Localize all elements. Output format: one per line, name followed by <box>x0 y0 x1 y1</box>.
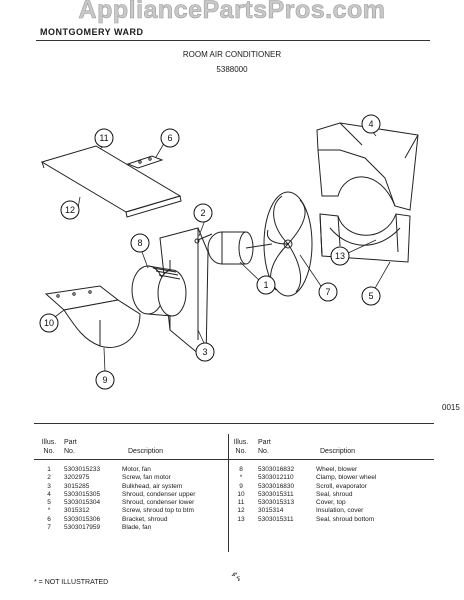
model-number: 5388000 <box>216 65 248 74</box>
header-illus: Illus. No. <box>41 439 57 455</box>
callout-9-label: 9 <box>102 375 107 385</box>
diagram-title: ROOM AIR CONDITIONER <box>182 50 282 59</box>
watermark: AppliancePartsPros.com <box>78 0 386 24</box>
callout-13-label: 13 <box>335 251 345 261</box>
callout-6: 6 <box>160 128 180 148</box>
callout-7-label: 7 <box>325 287 330 297</box>
callout-13: 13 <box>330 246 350 266</box>
header-part-right: Part No. <box>258 439 271 455</box>
footnote: * = NOT ILLUSTRATED <box>34 579 109 586</box>
header-description: Description <box>128 448 164 455</box>
callout-7: 7 <box>318 282 338 302</box>
callout-10: 10 <box>39 313 59 333</box>
callout-9: 9 <box>95 370 115 390</box>
callout-8-label: 8 <box>137 238 142 248</box>
callout-6-label: 6 <box>167 133 172 143</box>
header-rule-table <box>34 459 434 460</box>
callout-10-label: 10 <box>44 318 54 328</box>
part-condenser-upper-shroud <box>316 122 419 211</box>
callout-5-label: 5 <box>368 291 373 301</box>
callout-1: 1 <box>256 275 276 295</box>
callout-5: 5 <box>361 286 381 306</box>
part-shroud-bracket <box>126 155 164 169</box>
part-fan-motor <box>207 231 273 265</box>
callout-11: 11 <box>94 128 114 148</box>
parts-table: Illus. No. Part No. Description Illus. N… <box>34 423 434 574</box>
part-top-cover-insulation <box>40 145 182 218</box>
callout-1-label: 1 <box>263 280 268 290</box>
header-rule <box>36 40 430 41</box>
callout-3-label: 3 <box>202 347 207 357</box>
callout-2-label: 2 <box>200 208 205 218</box>
header-illus-right: Illus. No. <box>233 439 249 455</box>
part-evaporator-scroll <box>63 299 141 348</box>
callout-4: 4 <box>361 114 381 134</box>
callout-12-label: 12 <box>65 205 75 215</box>
figure-number: 0015 <box>442 403 460 412</box>
brand-label: MONTGOMERY WARD <box>40 27 144 37</box>
table-divider <box>228 434 229 552</box>
callout-11-label: 11 <box>99 133 108 143</box>
exploded-parts-diagram: 11 6 4 12 2 8 13 1 7 5 10 3 9 <box>39 114 419 390</box>
callout-4-label: 4 <box>368 119 373 129</box>
callout-8: 8 <box>130 233 150 253</box>
header-part: Part No. <box>64 439 77 455</box>
bottom-mark: ิ๊ร <box>236 574 241 583</box>
callout-12: 12 <box>60 200 80 220</box>
header-description-right: Description <box>320 448 356 455</box>
callout-2: 2 <box>193 203 213 223</box>
callout-3: 3 <box>195 342 215 362</box>
part-blower-wheel <box>131 265 187 317</box>
part-motor-screw <box>194 233 213 244</box>
